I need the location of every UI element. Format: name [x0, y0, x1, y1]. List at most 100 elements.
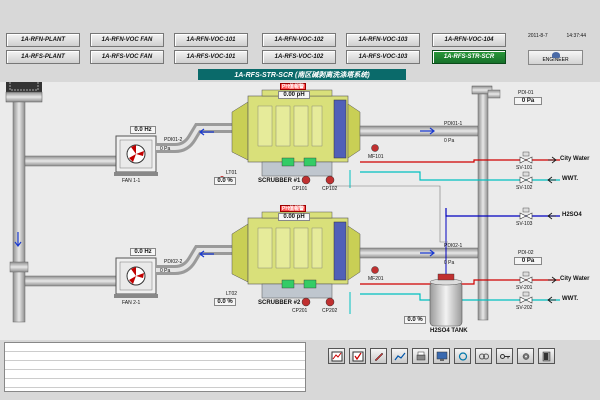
arrow-icon [547, 176, 556, 184]
clock: 2011-8-7 14:37:44 [528, 33, 586, 41]
pump-cp102[interactable] [325, 175, 335, 185]
arrow-icon [547, 212, 556, 220]
main-duct [12, 101, 26, 323]
exit-button[interactable] [538, 348, 555, 364]
gear-icon [522, 352, 529, 360]
log-row [5, 361, 305, 370]
log-row [5, 343, 305, 352]
nav-button-1a-rfn-voc-fan[interactable]: 1A-RFN-VOC FAN [90, 33, 164, 47]
nav-button-1a-rfn-plant[interactable]: 1A-RFN-PLANT [6, 33, 80, 47]
refresh-button[interactable] [454, 348, 471, 364]
scrubber1-pump-b: CP102 [322, 186, 338, 192]
scrubber2-level-tag: LT02 [226, 291, 238, 297]
scrubber1-body[interactable] [231, 89, 361, 177]
nav-button-1a-rfs-voc-101[interactable]: 1A-RFS-VOC-101 [174, 50, 248, 64]
fan1-speed: 0.0 Hz [130, 126, 156, 134]
nav-button-1a-rfs-str-scr[interactable]: 1A-RFS-STR-SCR [432, 50, 506, 64]
scrubber2-pd-out: PDI02-1 [444, 243, 463, 249]
log-row [5, 370, 305, 379]
valve-sv201[interactable] [519, 271, 533, 284]
scrubber1-pd-in-value: 0 Pa [160, 146, 171, 152]
stack-pd2-value: 0 Pa [514, 257, 542, 265]
valve-sv103[interactable] [519, 207, 533, 220]
wwt-line-2 [360, 293, 560, 301]
line-city-water-2: City Water [560, 276, 590, 282]
meter-mf201[interactable] [371, 266, 379, 274]
scrubber1-name: SCRUBBER #1 [258, 178, 301, 184]
nav-button-1a-rfs-voc-103[interactable]: 1A-RFS-VOC-103 [346, 50, 420, 64]
flow-arrow-icon [420, 249, 435, 257]
scrubber1-ph-alarm[interactable]: PH值報警 [280, 83, 306, 90]
log-row [5, 379, 305, 388]
print-icon [416, 351, 425, 360]
gear-button[interactable] [517, 348, 534, 364]
scrubber1-pump-a: CP101 [292, 186, 308, 192]
time-text: 14:37:44 [566, 33, 586, 39]
nav-button-1a-rfs-voc-fan[interactable]: 1A-RFS-VOC FAN [90, 50, 164, 64]
tank-level: 0.0 % [404, 316, 426, 324]
duct-to-fan1 [24, 155, 121, 167]
check-button[interactable] [349, 348, 366, 364]
nav-button-1a-rfn-voc-103[interactable]: 1A-RFN-VOC-103 [346, 33, 420, 47]
scrubber1-pd-out-value: 0 Pa [444, 138, 455, 144]
meter-mf101[interactable] [371, 144, 379, 152]
arrow-icon [547, 296, 556, 304]
pump-cp101[interactable] [301, 175, 311, 185]
valve-sv101-label: SV-101 [516, 165, 533, 171]
screen-button[interactable] [433, 348, 450, 364]
scrubber1-level-tag: LT01 [226, 170, 238, 176]
scrubber1-pd-out: PDI01-1 [444, 121, 463, 127]
valve-sv202[interactable] [519, 291, 533, 304]
valve-sv101[interactable] [519, 151, 533, 164]
exhaust-stack [471, 85, 501, 321]
chart-icon [331, 351, 342, 361]
h2so4-tank[interactable] [429, 273, 463, 327]
chart-button[interactable] [328, 348, 345, 364]
tank-name: H2SO4 TANK [430, 328, 468, 334]
trend-button[interactable] [391, 348, 408, 364]
link-icon [478, 353, 489, 359]
flow-arrow-icon [420, 127, 435, 135]
flow-arrow-icon [199, 128, 214, 136]
scrubber2-meter: MF201 [368, 276, 384, 282]
pen-button[interactable] [370, 348, 387, 364]
link-button[interactable] [475, 348, 492, 364]
scrubber2-pump-a: CP201 [292, 308, 308, 314]
scrubber2-pump-b: CP202 [322, 308, 338, 314]
trend-icon [394, 352, 405, 360]
acid-line [445, 208, 560, 217]
fan2[interactable] [114, 257, 158, 298]
line-h2so4: H2SO4 [562, 212, 582, 218]
key-button[interactable] [496, 348, 513, 364]
nav-button-1a-rfs-plant[interactable]: 1A-RFS-PLANT [6, 50, 80, 64]
fan1[interactable] [114, 135, 158, 176]
user-button[interactable]: ENGINEER [528, 50, 583, 65]
scrubber2-ph: 0.00 pH [278, 213, 310, 221]
nav-button-1a-rfs-voc-102[interactable]: 1A-RFS-VOC-102 [262, 50, 336, 64]
scrubber2-pd-out-value: 0 Pa [444, 260, 455, 266]
nav-button-1a-rfn-voc-102[interactable]: 1A-RFN-VOC-102 [262, 33, 336, 47]
pump-cp201[interactable] [301, 297, 311, 307]
arrow-icon [548, 276, 557, 284]
fan1-name: FAN 1-1 [122, 178, 141, 184]
date-text: 2011-8-7 [528, 33, 548, 39]
duct-flange [9, 261, 29, 273]
scrubber2-ph-alarm[interactable]: PH值報警 [280, 205, 306, 212]
key-icon [499, 353, 510, 359]
scrubber2-body[interactable] [231, 211, 361, 299]
level-sensor-icon [220, 176, 224, 302]
scrubber1-ph: 0.00 pH [278, 91, 310, 99]
scrubber2-outlet [359, 247, 479, 259]
nav-button-1a-rfn-voc-104[interactable]: 1A-RFN-VOC-104 [432, 33, 506, 47]
line-city-water-1: City Water [560, 156, 590, 162]
line-wwt-2: WWT. [562, 296, 578, 302]
print-button[interactable] [412, 348, 429, 364]
intake-hood [5, 82, 43, 103]
refresh-icon [458, 351, 467, 361]
valve-sv102[interactable] [519, 171, 533, 184]
exit-icon [542, 351, 550, 361]
alarm-log[interactable] [4, 342, 306, 392]
nav-button-1a-rfn-voc-101[interactable]: 1A-RFN-VOC-101 [174, 33, 248, 47]
user-label: ENGINEER [542, 57, 569, 63]
pump-cp202[interactable] [325, 297, 335, 307]
